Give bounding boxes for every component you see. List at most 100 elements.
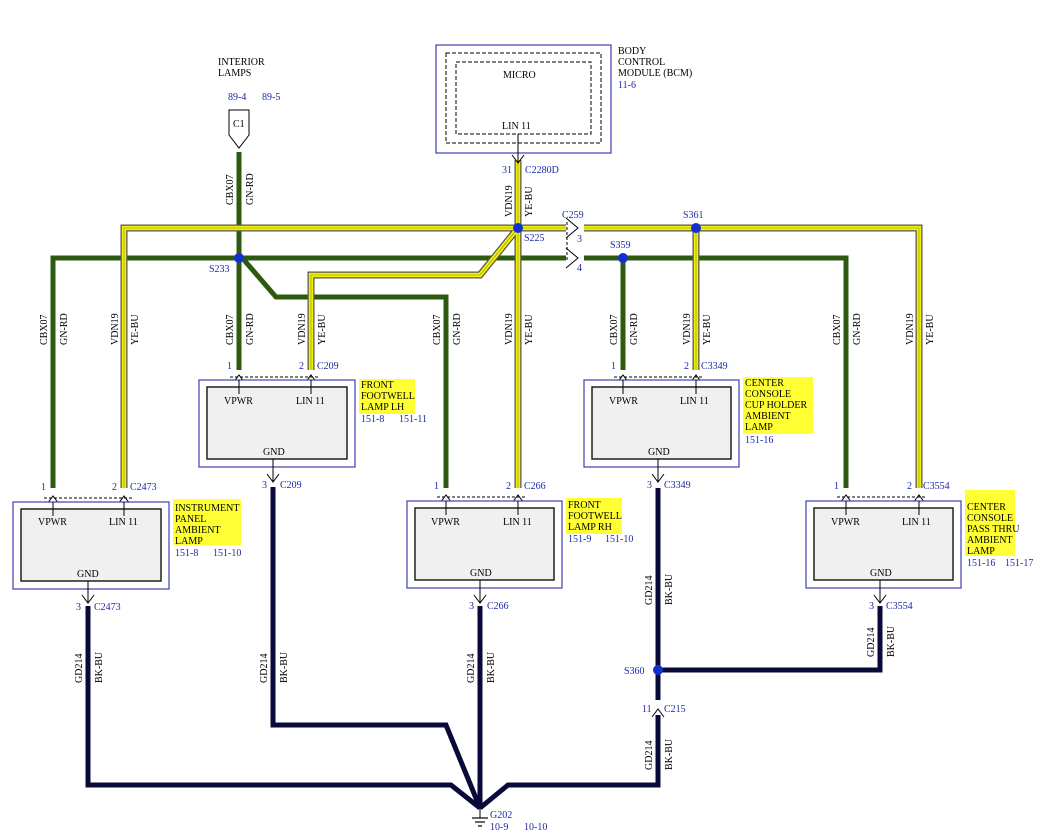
gnd-label: GND [648, 447, 670, 458]
pin-1: 1 [834, 481, 839, 492]
wire-label-ye-bu: YE-BU [524, 186, 535, 217]
wire-label-ye-bu: YE-BU [317, 314, 328, 345]
module-name-4: LAMP [175, 536, 203, 547]
connector-bottom: C2473 [94, 602, 121, 613]
connector-top: C3349 [701, 361, 728, 372]
module-ref-1: 151-8 [361, 414, 384, 425]
pin-3: 3 [469, 601, 474, 612]
module-name-3: LAMP RH [568, 522, 612, 533]
splice-s233-label: S233 [209, 264, 230, 275]
wire-label-ye-bu: YE-BU [925, 314, 936, 345]
wire-s233-main-bus [50, 255, 566, 488]
pin-1: 1 [434, 481, 439, 492]
c1-connector-shape [228, 109, 250, 149]
wire-label-gd214: GD214 [466, 654, 477, 683]
wire-ip-ground [85, 606, 482, 810]
pin-3: 3 [76, 602, 81, 613]
c215-pin: 11 [642, 704, 652, 715]
c1-label: C1 [233, 119, 245, 130]
vpwr-label: VPWR [431, 517, 460, 528]
module-name-5: LAMP [745, 422, 773, 433]
module-name-3: LAMP LH [361, 402, 404, 413]
c259-label: C259 [562, 210, 584, 221]
module-name-1: INSTRUMENT [175, 503, 239, 514]
module-name-2: CONSOLE [745, 389, 791, 400]
gnd-label: GND [77, 569, 99, 580]
vpwr-label: VPWR [224, 396, 253, 407]
module-name-2: FOOTWELL [568, 511, 622, 522]
wire-label-gd214: GD214 [866, 628, 877, 657]
module-name-1: CENTER [967, 502, 1006, 513]
module-ref-1: 151-16 [745, 435, 773, 446]
module-ref-1: 151-9 [568, 534, 591, 545]
module-footwell-lh: 1 2 C209 VPWR LIN 11 GND 3 C209 FRONT FO… [198, 361, 427, 491]
c259-pin4: 4 [577, 263, 582, 274]
pin-1: 1 [611, 361, 616, 372]
wire-label-vdn19: VDN19 [504, 313, 515, 345]
gn-rd-wires [50, 152, 849, 488]
wire-label-gn-rd: GN-RD [452, 313, 463, 345]
connector-bottom: C3554 [886, 601, 913, 612]
pin-3: 3 [647, 480, 652, 491]
c215-label: C215 [664, 704, 686, 715]
wire-label-cbx07: CBX07 [225, 314, 236, 345]
pin-2: 2 [112, 482, 117, 493]
bcm-label-1: BODY [618, 46, 646, 57]
splice-s361-label: S361 [683, 210, 704, 221]
bcm-module: MICRO LIN 11 BODY CONTROL MODULE (BCM) 1… [435, 44, 692, 176]
wire-label-gn-rd: GN-RD [852, 313, 863, 345]
wire-labels: CBX07 GN-RD VDN19 YE-BU CBX07 GN-RD VDN1… [39, 173, 936, 770]
module-name-4: AMBIENT [967, 535, 1013, 546]
connector-top: C2473 [130, 482, 157, 493]
module-name-1: CENTER [745, 378, 784, 389]
bcm-ref: 11-6 [618, 80, 636, 91]
wire-passthru-ground [658, 606, 883, 673]
module-name-2: FOOTWELL [361, 391, 415, 402]
wire-label-gd214: GD214 [74, 654, 85, 683]
wire-label-gd214: GD214 [644, 741, 655, 770]
interior-lamps-label-1: INTERIOR [218, 57, 265, 68]
ground-g202: G202 10-9 10-10 [472, 808, 547, 833]
module-name-3: PASS THRU [967, 524, 1020, 535]
connector-bottom: C266 [487, 601, 509, 612]
wire-label-vdn19: VDN19 [504, 185, 515, 217]
splice-s360-label: S360 [624, 666, 645, 677]
wire-label-gd214: GD214 [644, 576, 655, 605]
module-name-5: LAMP [967, 546, 995, 557]
wire-label-cbx07: CBX07 [39, 314, 50, 345]
module-name-3: CUP HOLDER [745, 400, 807, 411]
wire-label-bk-bu: BK-BU [886, 625, 897, 657]
vpwr-label: VPWR [831, 517, 860, 528]
wire-label-gn-rd: GN-RD [629, 313, 640, 345]
wire-label-cbx07: CBX07 [832, 314, 843, 345]
wire-label-bk-bu: BK-BU [664, 573, 675, 605]
wire-label-ye-bu: YE-BU [130, 314, 141, 345]
splice-s359-label: S359 [610, 240, 631, 251]
wire-c259-to-pass-thru [584, 255, 849, 488]
wire-label-gn-rd: GN-RD [245, 313, 256, 345]
wire-label-cbx07: CBX07 [432, 314, 443, 345]
module-name-1: FRONT [568, 500, 601, 511]
wire-label-bk-bu: BK-BU [486, 651, 497, 683]
wire-label-ye-bu: YE-BU [702, 314, 713, 345]
bcm-connector: C2280D [525, 165, 559, 176]
pin-1: 1 [41, 482, 46, 493]
splice-s225-dot [513, 223, 523, 233]
pin-2: 2 [684, 361, 689, 372]
wire-label-gn-rd: GN-RD [59, 313, 70, 345]
ground-ref-1: 10-9 [490, 822, 508, 833]
wire-label-cbx07: CBX07 [609, 314, 620, 345]
module-ref-2: 151-17 [1005, 558, 1033, 569]
module-footwell-rh: 1 2 C266 VPWR LIN 11 GND 3 C266 FRONT FO… [406, 481, 633, 612]
wire-lh-ground [270, 487, 483, 809]
connector-top: C266 [524, 481, 546, 492]
gnd-label: GND [263, 447, 285, 458]
module-name-2: CONSOLE [967, 513, 1013, 524]
bcm-pin-number: 31 [502, 165, 512, 176]
wire-label-cbx07: CBX07 [225, 174, 236, 205]
module-ref-1: 151-8 [175, 548, 198, 559]
module-name-4: AMBIENT [745, 411, 791, 422]
bcm-label-2: CONTROL [618, 57, 665, 68]
wire-c215-to-g202 [478, 715, 661, 810]
